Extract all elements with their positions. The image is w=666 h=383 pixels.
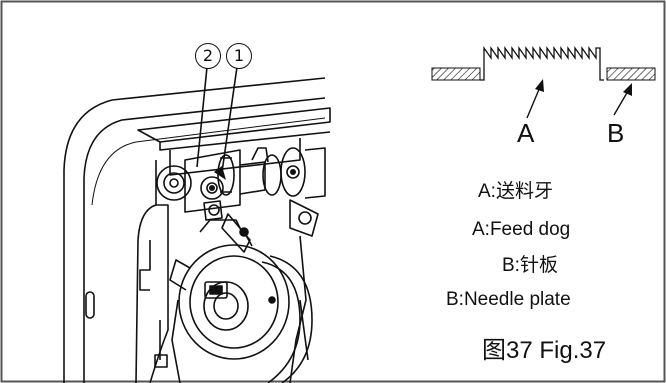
figure-caption: 图37 Fig.37 — [482, 337, 607, 364]
leader-line-1 — [221, 66, 238, 173]
detail-label-a: A — [517, 118, 535, 148]
bed-plate-drawing — [63, 77, 331, 383]
arrow-a-line — [526, 86, 541, 119]
legend-line-needle-plate-en: B:Needle plate — [446, 289, 571, 310]
arrow-b-head — [623, 83, 632, 96]
callout-marker-2: 2 — [195, 43, 221, 69]
feed-dog-teeth — [480, 45, 604, 81]
arrow-a-head — [535, 79, 544, 92]
arrow-head-1 — [214, 166, 226, 180]
leader-line-2 — [196, 66, 208, 168]
legend-line-feed-dog-en: A:Feed dog — [472, 219, 571, 240]
needle-plate-right — [606, 67, 656, 81]
screw-head — [209, 185, 215, 191]
callout-marker-1: 1 — [226, 43, 252, 69]
legend-line-needle-plate-zh: B:针板 — [502, 255, 558, 276]
arrow-b-line — [613, 90, 629, 116]
shaft-hole — [290, 169, 296, 175]
legend-line-feed-dog-zh: A:送料牙 — [478, 181, 553, 202]
detail-label-b: B — [607, 118, 625, 148]
needle-plate-left — [431, 67, 481, 81]
